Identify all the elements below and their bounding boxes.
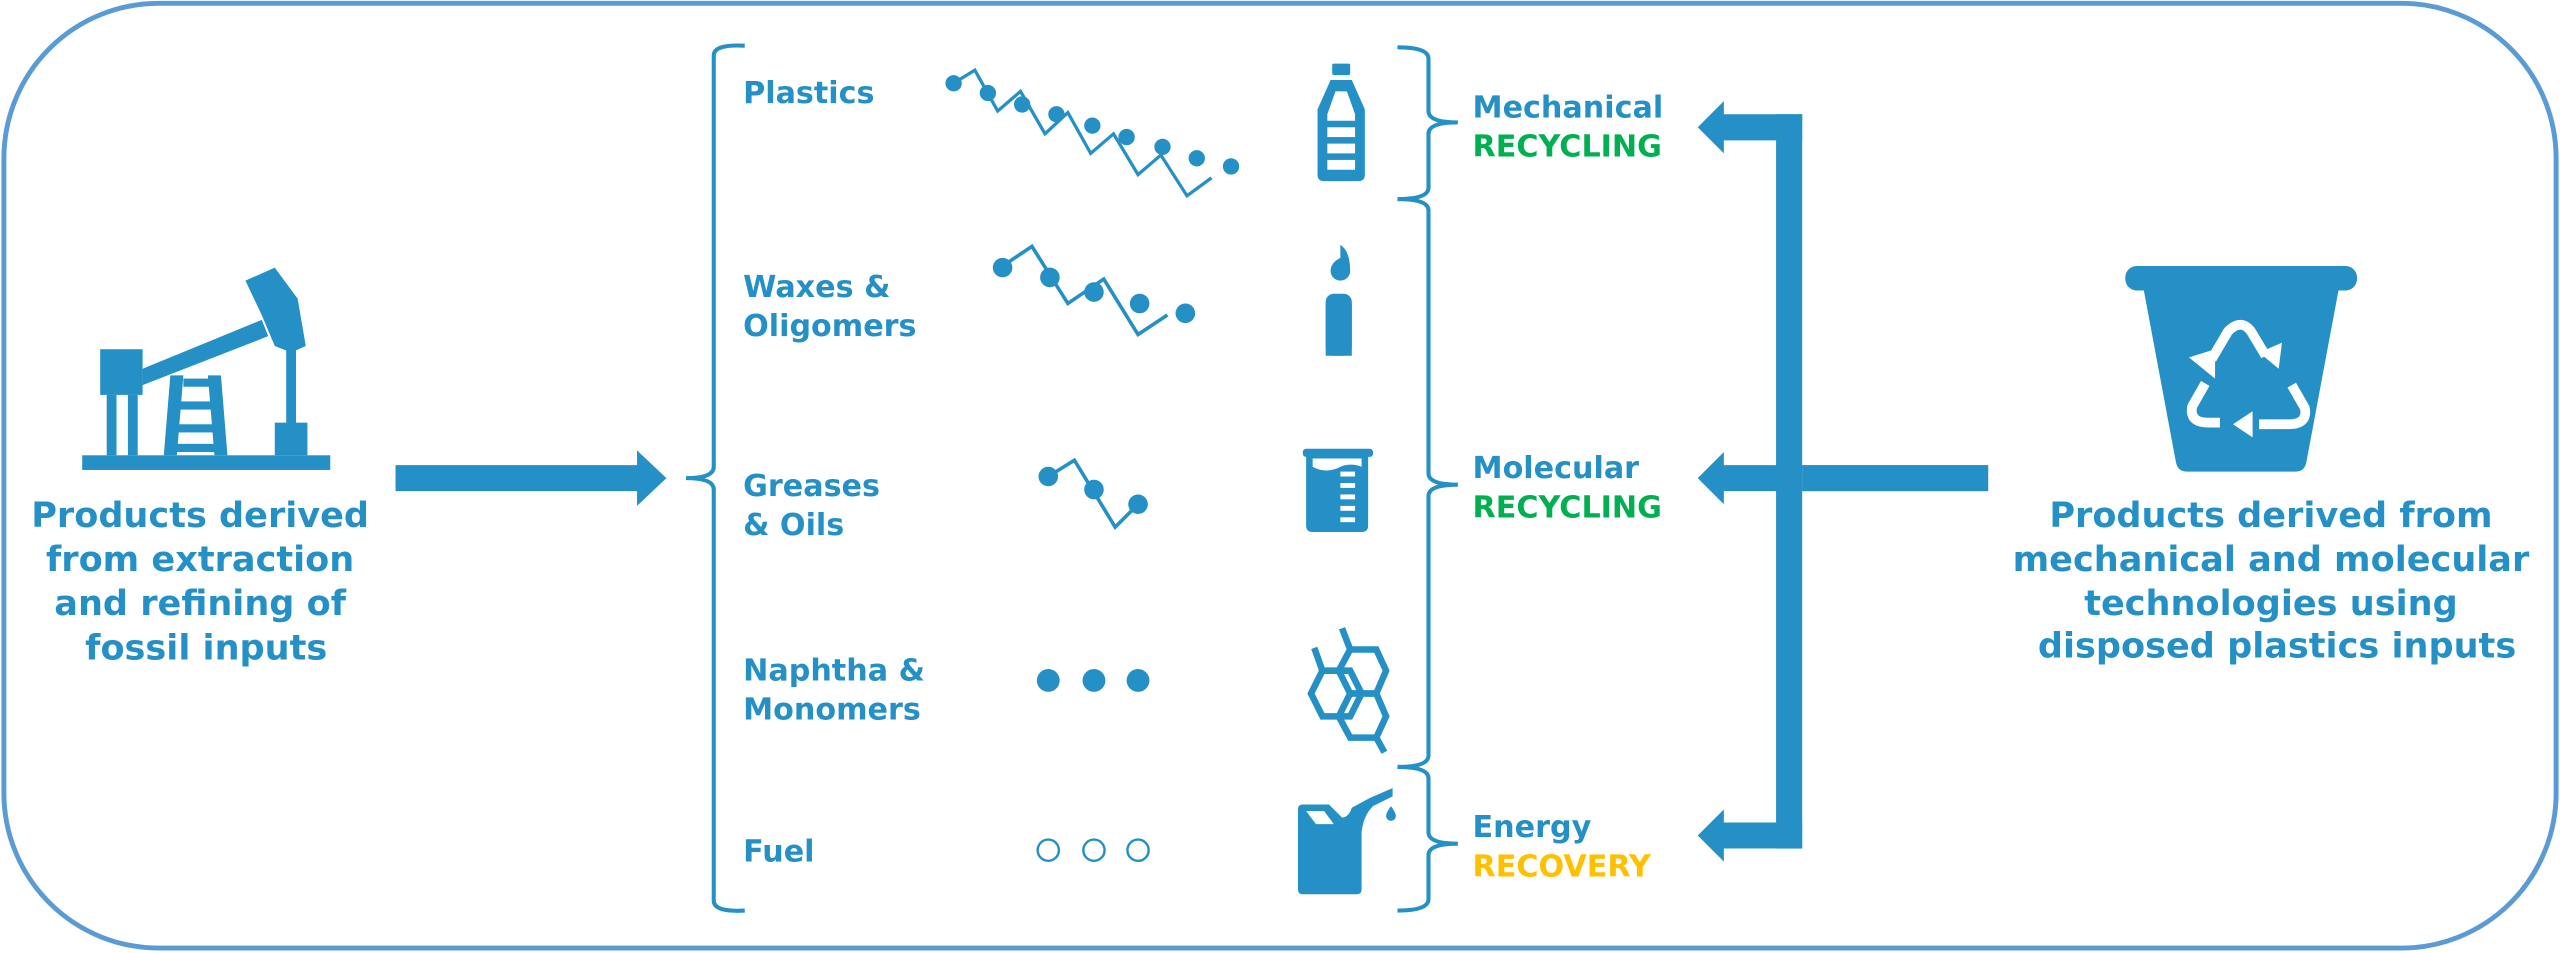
right-caption: Products derived from mechanical and mol…: [2013, 495, 2542, 667]
left-arrow-icon: [1697, 101, 1803, 154]
hollow-dots-icon: [1036, 838, 1150, 863]
product-label-waxes: Waxes &Oligomers: [743, 270, 916, 344]
medium-chain-icon: [992, 243, 1196, 338]
product-label-fuel: Fuel: [743, 835, 814, 870]
oil-pump-jack-icon: [82, 267, 331, 470]
feedback-arrows: [1697, 101, 1989, 862]
left-caption-line: from extraction: [46, 539, 354, 580]
product-label-plastics: Plastics: [743, 76, 874, 111]
long-polymer-chain-icon: [945, 67, 1240, 199]
short-chain-icon: [1038, 457, 1148, 530]
left-brace: [686, 43, 745, 913]
right-arrow-icon: [395, 450, 667, 506]
right-braces: [1397, 45, 1458, 913]
product-label-greases: Greases& Oils: [743, 469, 880, 543]
beaker-icon: [1302, 448, 1374, 532]
product-label-naphtha: Naphtha &Monomers: [743, 653, 925, 727]
left-caption: Products derived from extraction and ref…: [31, 495, 381, 668]
left-caption-line: Products derived: [31, 495, 369, 536]
left-caption-line: and refining of: [54, 583, 346, 624]
filled-dots-icon: [1036, 669, 1150, 692]
hexagon-molecule-icon: [1307, 627, 1390, 754]
fuel-can-icon: [1297, 788, 1396, 895]
bottle-icon: [1317, 63, 1365, 182]
recycle-symbol-icon: [2186, 319, 2311, 430]
left-arrow-icon: [1697, 809, 1803, 862]
recycle-bin-icon: [2125, 265, 2358, 472]
candle-icon: [1325, 244, 1352, 356]
left-caption-line: fossil inputs: [85, 627, 327, 668]
